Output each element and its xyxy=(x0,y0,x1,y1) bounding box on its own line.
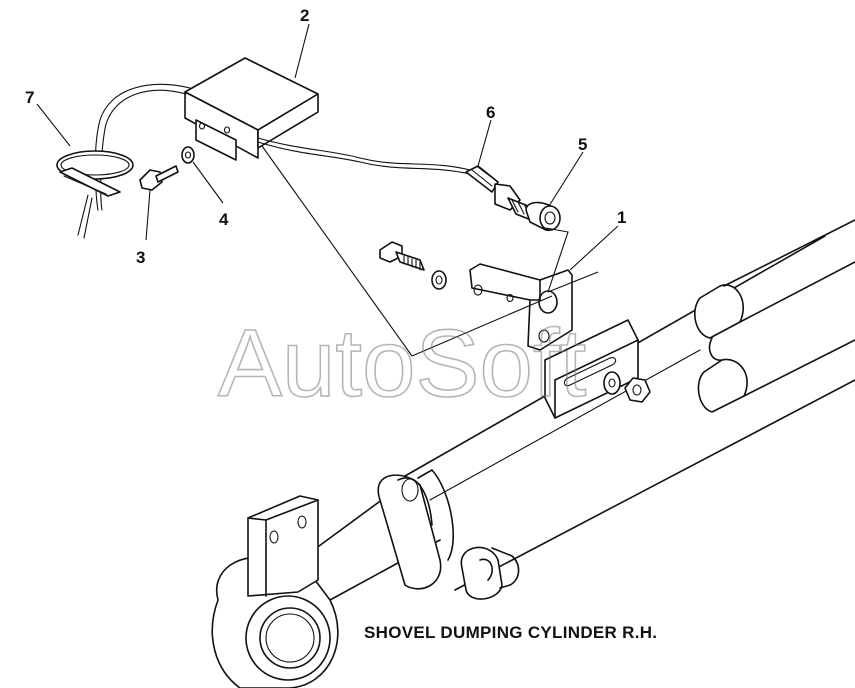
callout-6: 6 xyxy=(486,103,495,122)
proximity-sensor xyxy=(507,197,561,231)
diagram-caption: SHOVEL DUMPING CYLINDER R.H. xyxy=(364,623,657,642)
callout-2: 2 xyxy=(300,6,309,25)
mounting-screw xyxy=(139,165,179,191)
washer-nut-assembly xyxy=(603,371,651,403)
cable-tie xyxy=(56,150,134,197)
callout-7: 7 xyxy=(25,88,34,107)
control-box xyxy=(184,57,319,161)
shovel-dumping-cylinder xyxy=(211,219,855,688)
callout-5: 5 xyxy=(578,135,587,154)
callout-1: 1 xyxy=(617,208,626,227)
callout-4: 4 xyxy=(219,210,229,229)
mounting-washer xyxy=(181,146,195,164)
watermark-text: AutoSoft xyxy=(218,310,586,417)
bracket-bolt xyxy=(379,241,447,290)
callout-3: 3 xyxy=(136,248,145,267)
mounting-plate xyxy=(544,319,639,419)
sensor-bracket xyxy=(469,263,573,351)
